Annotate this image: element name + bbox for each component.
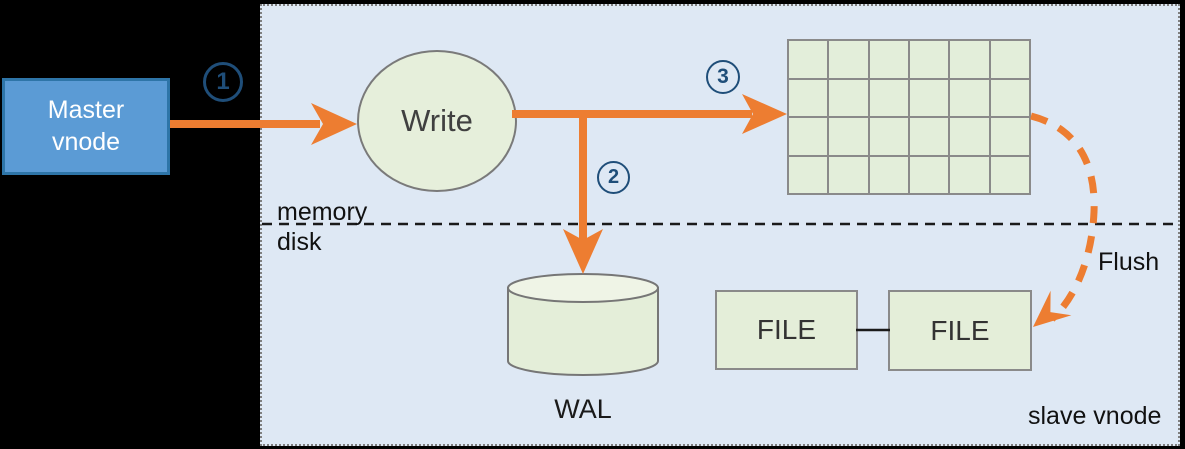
- file-box-1: FILE: [715, 290, 858, 370]
- file-box-1-label: FILE: [756, 314, 817, 345]
- slave-vnode-label: slave vnode: [1028, 402, 1162, 430]
- write-node: Write: [357, 50, 517, 192]
- mem-table-cell: [829, 79, 868, 116]
- flush-label: Flush: [1098, 248, 1160, 276]
- step-badge-1-number: 1: [216, 68, 230, 95]
- mem-table-cell: [829, 156, 868, 193]
- step-badge-2: 2: [597, 161, 630, 194]
- mem-table-cell: [990, 41, 1029, 78]
- mem-table-cell: [950, 156, 989, 193]
- mem-table-cell: [869, 156, 908, 193]
- mem-table-cell: [950, 79, 989, 116]
- mem-table-grid: [787, 39, 1031, 195]
- master-vnode-box: Master vnode: [2, 78, 170, 175]
- mem-table-cell: [789, 79, 828, 116]
- disk-label: disk: [277, 228, 322, 256]
- step-badge-3-number: 3: [717, 65, 729, 88]
- file-box-2: FILE: [888, 290, 1032, 371]
- mem-table-cell: [909, 79, 949, 116]
- mem-table-cell: [789, 41, 828, 78]
- mem-table-cell: [829, 118, 868, 155]
- memory-label: memory: [277, 198, 368, 226]
- mem-table-cell: [869, 41, 908, 78]
- mem-table-cell: [909, 41, 949, 78]
- mem-table-cell: [869, 118, 908, 155]
- master-vnode-label: Master vnode: [47, 96, 125, 156]
- step-badge-3: 3: [706, 60, 740, 94]
- mem-table-cell: [829, 41, 868, 78]
- mem-table-cell: [789, 156, 828, 193]
- mem-table-cell: [869, 79, 908, 116]
- mem-table-cell: [950, 118, 989, 155]
- wal-label: WAL: [554, 394, 612, 424]
- mem-table-cell: [950, 41, 989, 78]
- file-box-2-label: FILE: [930, 314, 990, 346]
- mem-table-cell: [990, 156, 1029, 193]
- write-node-label: Write: [401, 103, 473, 138]
- step-badge-1: 1: [203, 62, 243, 102]
- mem-table-cell: [990, 118, 1029, 155]
- mem-table-cell: [909, 118, 949, 155]
- mem-table-cell: [789, 118, 828, 155]
- mem-table-cell: [909, 156, 949, 193]
- step-badge-2-number: 2: [607, 166, 620, 188]
- mem-table-cell: [990, 79, 1029, 116]
